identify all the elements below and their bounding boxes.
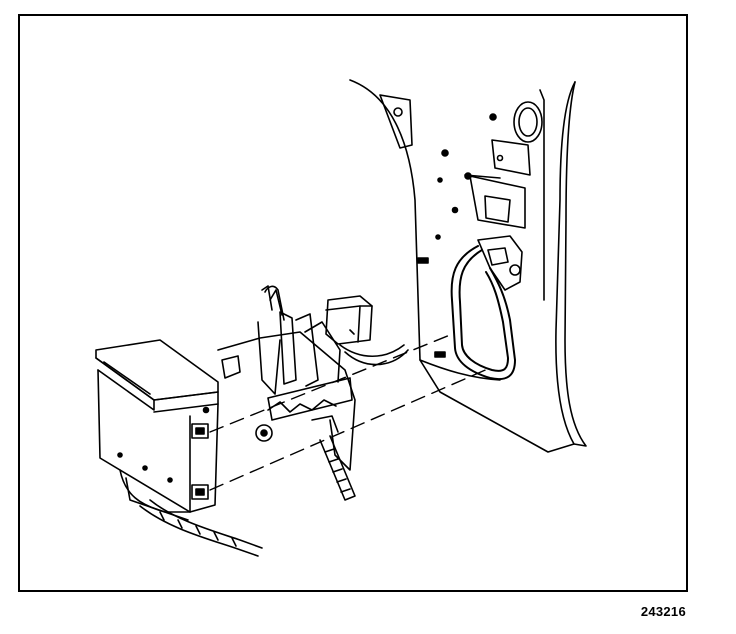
electronic-control-module: [95, 339, 219, 521]
upper-mounting-bracket: [464, 139, 531, 229]
upper-gusset-bracket: [379, 94, 413, 149]
install-alignment-lines: [209, 334, 491, 491]
small-relay-module: [325, 295, 409, 366]
wiring-harness: [450, 245, 516, 380]
figure-id-label: 243216: [640, 604, 686, 619]
bracket-strap: [261, 285, 273, 311]
module-mounting-bracket: [217, 285, 356, 471]
pillar-round-hole: [513, 101, 543, 143]
body-pillar-panel: [349, 79, 587, 453]
panel-fasteners: [417, 113, 497, 358]
ribbon-cable: [319, 435, 356, 501]
module-harness-cable: [139, 499, 263, 557]
bracket-nut: [255, 424, 273, 442]
harness-connector-bracket: [477, 235, 523, 291]
